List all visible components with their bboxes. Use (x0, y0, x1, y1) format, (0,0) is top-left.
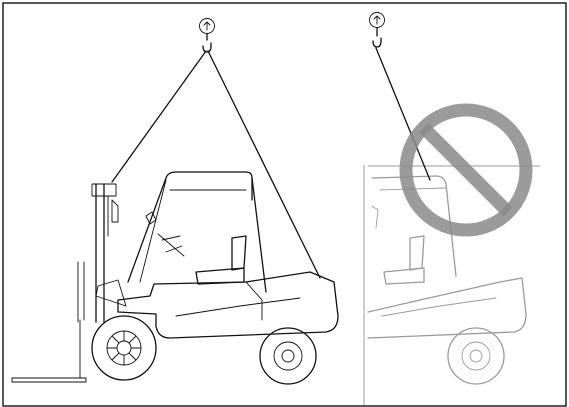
prohibition-sign-icon (399, 103, 533, 237)
crane-hook-icon (199, 18, 215, 53)
incorrect-lifting-panel (367, 12, 541, 385)
front-wheel (91, 315, 157, 381)
lifting-slings (111, 50, 321, 279)
forklift-forks (11, 319, 87, 383)
rear-wheel (259, 327, 317, 385)
operator-seat (195, 235, 247, 285)
lifting-sling (375, 47, 431, 181)
forklift-ghost (367, 165, 541, 385)
crane-hook-icon (369, 12, 385, 48)
forklift (11, 171, 339, 385)
steering-column (145, 211, 185, 257)
overhead-guard (127, 171, 267, 293)
correct-lifting-panel (11, 18, 339, 385)
forklift-body (95, 271, 339, 339)
